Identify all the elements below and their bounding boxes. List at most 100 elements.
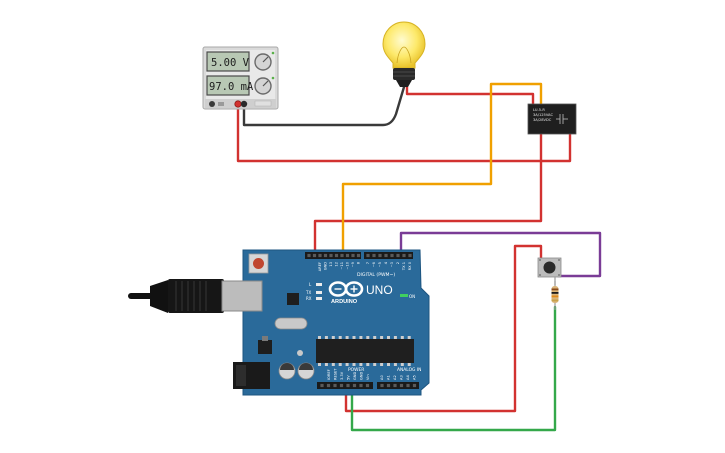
power-header[interactable]: [317, 382, 373, 389]
analog-pin-hole[interactable]: [406, 383, 410, 388]
terminal-negative[interactable]: [240, 100, 248, 108]
digital-pin-hole[interactable]: [312, 253, 317, 258]
relay-label-ac: 3A/125VAC: [533, 113, 553, 117]
current-display: 97.0 mA: [206, 75, 254, 96]
pushbutton[interactable]: [537, 257, 562, 285]
wires: [236, 82, 602, 432]
digital-pin-hole[interactable]: [372, 253, 376, 258]
analog-pin-hole[interactable]: [380, 383, 384, 388]
usb-chip: [287, 293, 299, 305]
current-knob[interactable]: [254, 77, 272, 95]
pin-label: ~6: [372, 261, 376, 267]
digital-pin-hole[interactable]: [356, 253, 361, 258]
wire-green-gnd-to-resistor[interactable]: [350, 305, 557, 432]
digital-pin-hole[interactable]: [390, 253, 394, 258]
digital-pin-hole[interactable]: [323, 253, 328, 258]
wire-purple-pin2-to-button[interactable]: [399, 231, 602, 278]
power-pin-hole[interactable]: [339, 383, 344, 388]
digital-pin-holes[interactable]: [307, 253, 412, 258]
pin-label: 5V: [347, 375, 351, 380]
power-pin-hole[interactable]: [365, 383, 370, 388]
on-label: ON: [409, 294, 415, 299]
chip-pin: [331, 336, 335, 339]
power-switch-icon[interactable]: [209, 101, 215, 107]
power-pin-hole[interactable]: [346, 383, 350, 388]
analog-pin-hole[interactable]: [386, 383, 391, 388]
pin-label: Vin: [366, 374, 370, 380]
pin-label: A3: [400, 375, 404, 380]
pin-label: 7: [366, 262, 370, 264]
pin-label: GND: [324, 262, 328, 270]
pin-label: 13: [329, 262, 333, 267]
digital-pin-hole[interactable]: [384, 253, 388, 258]
chip-pin: [345, 336, 349, 339]
power-pin-hole[interactable]: [352, 383, 357, 388]
analog-pin-hole[interactable]: [393, 383, 397, 388]
relay[interactable]: LU-5-R 3A/125VAC 3A/28VDC: [527, 103, 577, 135]
digital-pin-hole[interactable]: [402, 253, 406, 258]
digital-pin-hole[interactable]: [318, 253, 322, 258]
arduino-logo-icon: [328, 281, 364, 297]
chip-pin: [407, 363, 411, 366]
pin-label: AREF: [318, 262, 322, 271]
digital-pin-hole[interactable]: [334, 253, 339, 258]
wire-orange-pin10-to-relay[interactable]: [341, 82, 543, 258]
analog-pin-hole[interactable]: [399, 383, 404, 388]
pin-label: ~10: [346, 261, 350, 269]
resistor[interactable]: [551, 281, 559, 310]
digital-pin-hole[interactable]: [307, 253, 311, 258]
chip-pin: [400, 336, 404, 339]
power-pin-hole[interactable]: [326, 383, 331, 388]
pin-label: A4: [406, 375, 410, 380]
power-pin-hole[interactable]: [320, 383, 324, 388]
analog-pin-holes[interactable]: [380, 383, 417, 388]
chip-pin: [352, 363, 356, 366]
analog-header-label: ANALOG IN: [397, 367, 421, 373]
power-pin-hole[interactable]: [333, 383, 337, 388]
power-header-label: POWER: [348, 367, 364, 373]
digital-pin-hole[interactable]: [340, 253, 344, 258]
wire-red-psu-to-relay[interactable]: [236, 102, 572, 163]
digital-pin-hole[interactable]: [351, 253, 355, 258]
chip-pin: [359, 336, 363, 339]
voltage-knob[interactable]: [254, 53, 272, 71]
pin-label: A0: [380, 375, 384, 380]
pin-label: ~5: [378, 262, 382, 267]
power-pin-holes[interactable]: [320, 383, 370, 388]
reset-button[interactable]: [248, 253, 269, 274]
current-readout: 97.0 mA: [209, 81, 254, 93]
power-supply[interactable]: 5.00 V 97.0 mA: [202, 46, 279, 110]
led-tx: [316, 291, 322, 294]
wire-black-psu-to-bulb[interactable]: [242, 85, 406, 127]
chip-pin: [366, 363, 370, 366]
pin-label: 2: [396, 262, 400, 264]
digital-pin-hole[interactable]: [329, 253, 333, 258]
voltage-regulator: [258, 340, 272, 354]
label-l: L: [309, 282, 312, 287]
analog-pin-hole[interactable]: [412, 383, 417, 388]
relay-coil-symbol: [556, 114, 568, 124]
digital-pin-hole[interactable]: [396, 253, 400, 258]
capacitor-1: [278, 362, 296, 380]
pin-label: 4: [384, 261, 388, 264]
chip-pin: [324, 363, 328, 366]
digital-pin-hole[interactable]: [378, 253, 382, 258]
wire-red-5v-to-button[interactable]: [344, 244, 543, 413]
chip-pin: [407, 336, 411, 339]
usb-port: [221, 280, 263, 312]
digital-pin-hole[interactable]: [408, 253, 412, 258]
wire-red-pin13-to-relay[interactable]: [313, 131, 543, 258]
digital-header[interactable]: [305, 252, 413, 259]
terminal-positive[interactable]: [234, 100, 242, 108]
power-pin-hole[interactable]: [359, 383, 363, 388]
chip-pin: [331, 363, 335, 366]
crystal-oscillator: [274, 317, 308, 330]
wire-red-bulb-to-relay[interactable]: [405, 85, 535, 107]
digital-pin-hole[interactable]: [345, 253, 350, 258]
analog-header[interactable]: [377, 382, 419, 389]
digital-pin-hole[interactable]: [366, 253, 370, 258]
light-bulb[interactable]: [382, 21, 426, 87]
